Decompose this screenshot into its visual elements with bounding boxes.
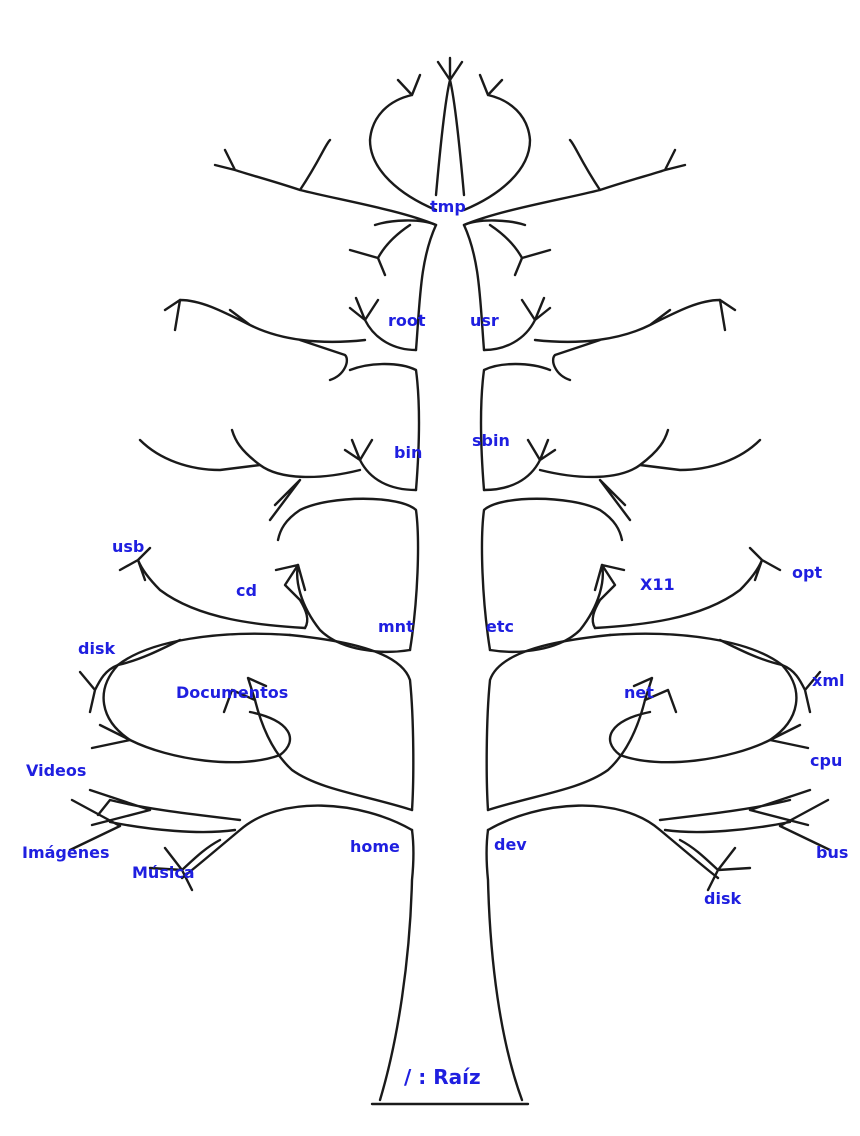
label-bus: bus	[816, 843, 848, 862]
label-musica: Música	[132, 863, 195, 882]
xml-branch	[780, 663, 822, 714]
etc-upper-edge	[480, 497, 624, 652]
tree-drawing	[68, 56, 832, 1106]
sbin-right-twigs	[538, 428, 762, 522]
cd-twig	[274, 563, 309, 630]
usr-upper-edge	[462, 219, 527, 352]
label-usb: usb	[112, 537, 144, 556]
tmp-crown-left	[213, 138, 438, 227]
bin-branch	[343, 438, 418, 492]
label-dev: dev	[494, 835, 527, 854]
root-branch	[348, 296, 418, 352]
tmp-crown-lower-right	[488, 223, 552, 277]
label-disk-dev: disk	[704, 889, 741, 908]
tmp-crown-right	[462, 138, 687, 227]
bin-upper-edge	[348, 362, 421, 492]
videos-branch	[88, 788, 242, 827]
label-root-dir: / : Raíz	[404, 1065, 481, 1089]
label-home: home	[350, 837, 400, 856]
usr-right-twigs	[533, 298, 737, 382]
musica-branch	[148, 838, 222, 892]
home-branch-inner	[253, 698, 414, 812]
label-xml: xml	[812, 671, 844, 690]
dev-branch-inner	[486, 698, 647, 812]
sbin-upper-edge	[479, 362, 552, 492]
label-etc: etc	[486, 617, 514, 636]
label-bin: bin	[394, 443, 422, 462]
documentos-twig	[222, 676, 268, 714]
disk-mnt-branch	[78, 663, 120, 714]
home-upper-edge	[288, 633, 415, 812]
label-sbin: sbin	[472, 431, 510, 450]
tmp-crown-inner-right	[462, 73, 532, 212]
disk-dev-branch	[678, 838, 752, 892]
mnt-upper-edge	[276, 497, 420, 652]
cpu-loop-twig	[768, 723, 810, 750]
root-left-twigs	[163, 298, 367, 382]
label-x11: X11	[640, 575, 675, 594]
net-twig	[632, 676, 678, 714]
tmp-crown-inner-left	[368, 73, 438, 212]
tmp-crown-top	[434, 56, 466, 197]
trunk-right-edge	[485, 828, 524, 1102]
imagenes-branch	[68, 798, 237, 852]
bin-left-twigs	[138, 428, 362, 522]
label-tmp: tmp	[430, 197, 466, 216]
dev-branch	[486, 804, 720, 880]
sbin-branch	[482, 438, 557, 492]
etc-branch	[488, 563, 604, 653]
tmp-crown-lower-left	[348, 223, 412, 277]
label-imagenes: Imágenes	[22, 843, 110, 862]
mnt-branch	[296, 563, 412, 653]
root-upper-edge	[373, 219, 438, 352]
opt-branch	[593, 546, 782, 630]
mnt-left-arm	[116, 638, 182, 667]
dev-upper-edge	[485, 633, 612, 812]
label-mnt: mnt	[378, 617, 414, 636]
label-net: net	[624, 683, 654, 702]
label-root: root	[388, 311, 426, 330]
bus-branch	[663, 798, 832, 852]
directory-labels: tmp root usr bin sbin usb cd X11 opt dis…	[22, 197, 848, 1089]
home-branch	[180, 804, 414, 880]
label-documentos: Documentos	[176, 683, 288, 702]
videos-loop-twig	[90, 723, 132, 750]
usr-branch	[482, 296, 552, 352]
x11-twig	[591, 563, 626, 630]
label-disk-mnt: disk	[78, 639, 115, 658]
usb-branch	[118, 546, 307, 630]
label-usr: usr	[470, 311, 499, 330]
label-cpu: cpu	[810, 751, 842, 770]
label-cd: cd	[236, 581, 257, 600]
trunk-left-edge	[378, 828, 415, 1102]
label-opt: opt	[792, 563, 822, 582]
cpu-branch	[658, 788, 812, 827]
etc-right-arm	[718, 638, 784, 667]
label-videos: Videos	[26, 761, 86, 780]
